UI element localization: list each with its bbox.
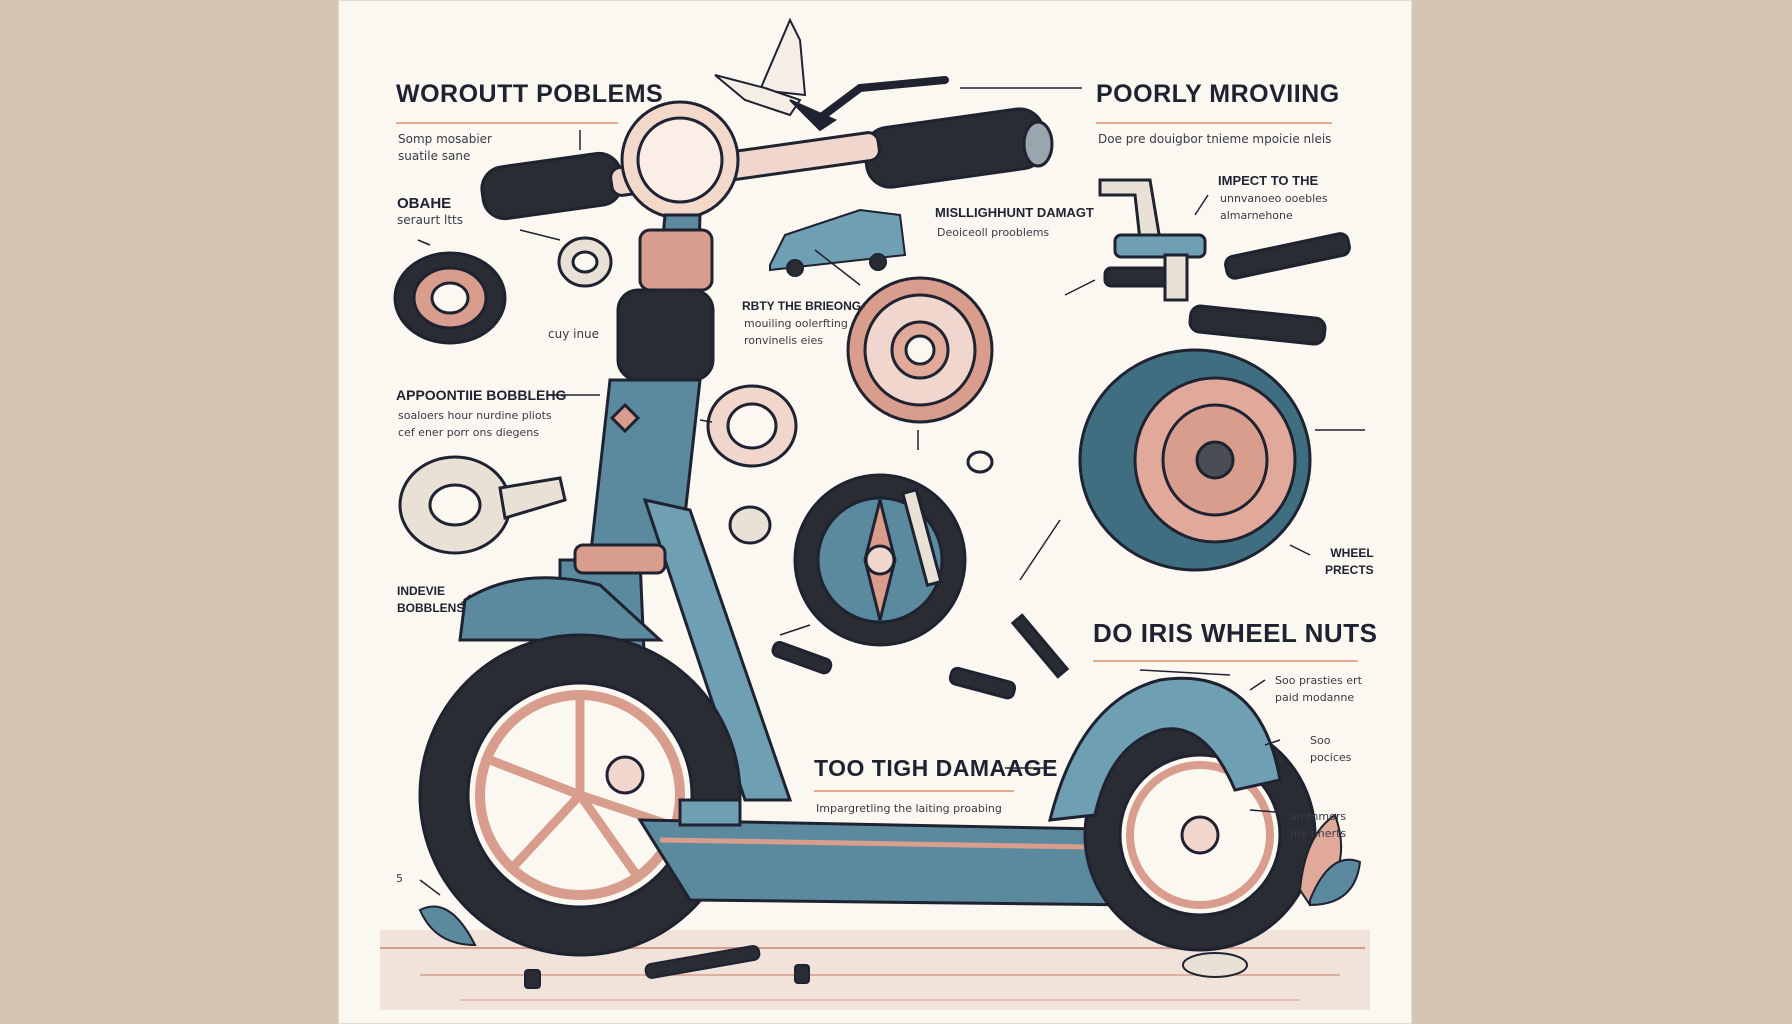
small-wheel-part (846, 276, 994, 424)
large-tire-part (1078, 348, 1312, 572)
bearing-part (393, 236, 994, 545)
label-impact: IMPECT TO THE (1218, 173, 1319, 188)
bird-icon (714, 17, 838, 132)
handlebar (480, 76, 1054, 221)
label-cuy-inue: cuy inue (548, 327, 600, 341)
car-icon (769, 208, 907, 277)
label-appoint-sub: soaloers hour nurdine pliots cef ener po… (398, 409, 552, 439)
label-poorly-moving-sub: Doe pre douigbor tnieme mpoicie nleis (1098, 132, 1332, 146)
label-underline (1093, 660, 1358, 662)
label-impact-sub: unnvanoeo ooebles almarnehone (1220, 192, 1328, 222)
label-rbty-sub: mouiling oolerfting ronvinelis eies (744, 317, 848, 347)
label-worn-problems: WOROUTT POBLEMS (396, 80, 664, 108)
label-obahe: OBAHE (397, 195, 452, 212)
label-soo-pracics: Soo prasties ert paid modanne (1275, 674, 1362, 704)
label-five: 5 (396, 872, 403, 885)
label-do-iris-wheel-nuts: DO IRIS WHEEL NUTS (1093, 618, 1378, 648)
label-underline (1096, 122, 1332, 124)
label-misllight: MISLLIGHHUNT DAMAGT (935, 205, 1094, 220)
wrench-ring-part (398, 455, 567, 555)
label-poorly-moving: POORLY MROVIING (1096, 80, 1340, 108)
label-wheel-prects: WHEEL PRECTS (1325, 546, 1374, 577)
leaf-icon (418, 813, 1362, 947)
label-appoint: APPOONTIIE BOBBLEHG (396, 387, 567, 403)
label-too-tigh-sub: Impargretling the laiting proabing (816, 802, 1002, 815)
bolt-part (771, 232, 1351, 700)
label-worn-problems-sub: Somp mosabier suatile sane (398, 132, 492, 163)
label-soo-pocices: Soo pocices (1310, 734, 1352, 764)
label-underline (814, 790, 1014, 792)
spoked-wheel-part (793, 473, 967, 647)
label-too-tigh-damage: TOO TIGH DAMAAGE (814, 755, 1058, 781)
label-misllight-sub: Deoiceoll prooblems (937, 226, 1050, 239)
annotation-lines (417, 87, 1365, 896)
label-indevie: INDEVIE BOBBLENS (397, 584, 465, 615)
label-ummors: ummmors my nherts (1290, 810, 1347, 840)
label-underline (396, 122, 618, 124)
label-obahe-sub: seraurt ltts (397, 213, 463, 227)
ground-parts (524, 944, 1248, 989)
rear-wheel (1048, 676, 1317, 952)
valve-part (1098, 178, 1207, 302)
label-rbty: RBTY THE BRIEONG- (742, 299, 866, 313)
front-wheel (418, 576, 742, 957)
